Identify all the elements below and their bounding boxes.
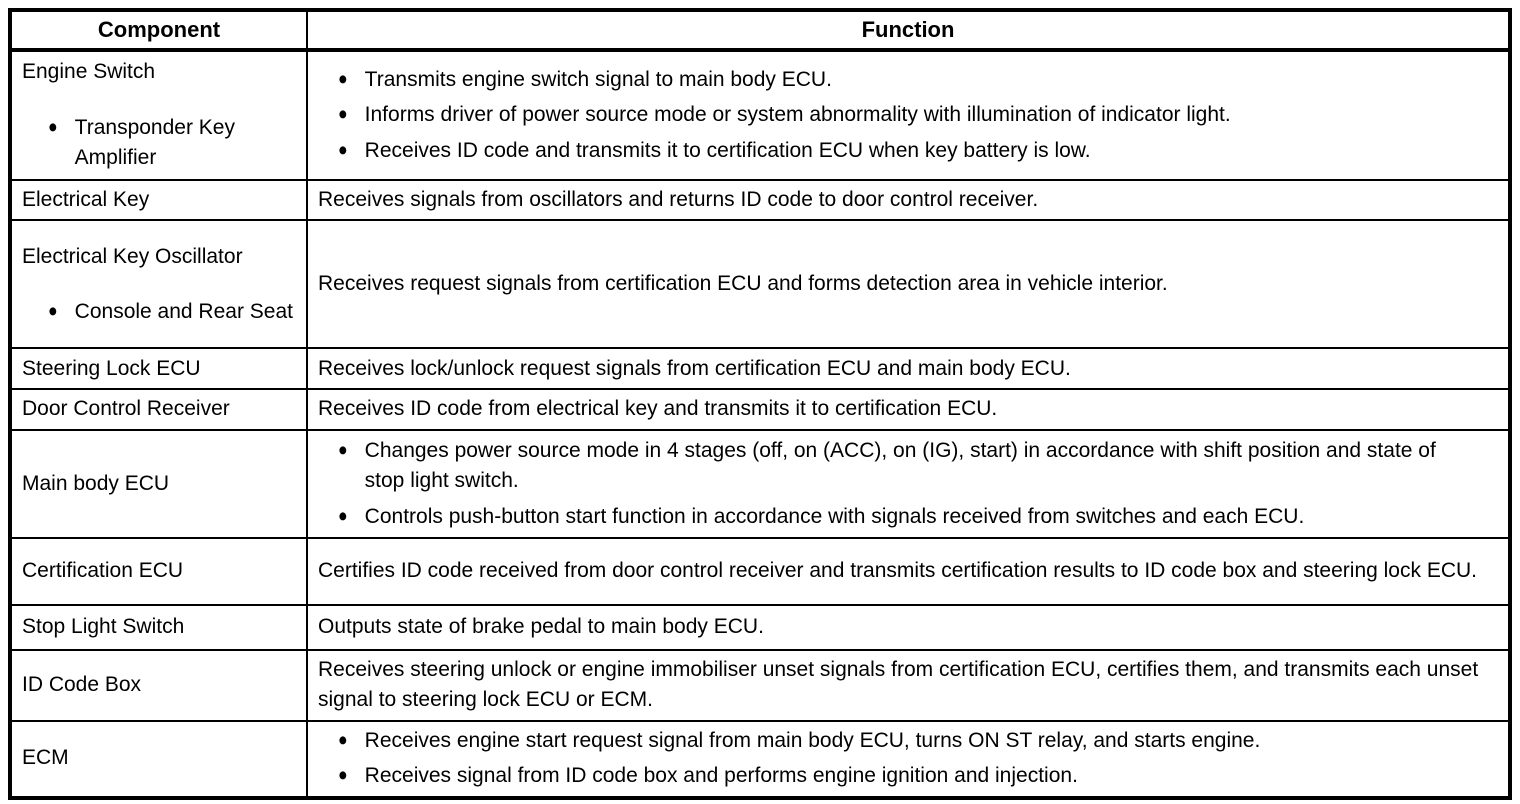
- function-bullet-list: ● Receives engine start request signal f…: [318, 726, 1500, 792]
- function-cell: Receives steering unlock or engine immob…: [306, 648, 1511, 722]
- table-row: Main body ECU ● Changes power source mod…: [9, 428, 1511, 539]
- component-sub-item-label: Transponder Key Amplifier: [74, 115, 235, 170]
- component-cell: Stop Light Switch: [9, 603, 308, 651]
- component-name: Certification ECU: [22, 559, 184, 583]
- function-bullet-text: Controls push-button start function in a…: [364, 504, 1305, 528]
- function-text: Receives request signals from certificat…: [318, 272, 1168, 296]
- component-cell: Electrical Key: [9, 178, 308, 222]
- function-bullet-item: ● Informs driver of power source mode or…: [318, 100, 1500, 130]
- header-row: Component Function: [9, 9, 1511, 52]
- column-header-component: Component: [9, 9, 308, 52]
- function-bullet-text: Receives signal from ID code box and per…: [364, 764, 1078, 788]
- function-bullet-text: Transmits engine switch signal to main b…: [364, 67, 832, 91]
- component-name: Electrical Key: [22, 188, 150, 211]
- function-cell: Receives lock/unlock request signals fro…: [306, 347, 1511, 391]
- function-bullet-list: ● Changes power source mode in 4 stages …: [318, 436, 1500, 532]
- function-cell: Receives ID code from electrical key and…: [306, 388, 1511, 431]
- component-name: Engine Switch: [22, 60, 156, 84]
- function-text: Receives ID code from electrical key and…: [318, 397, 998, 421]
- component-name: Electrical Key Oscillator: [22, 244, 243, 268]
- component-name: Stop Light Switch: [22, 615, 185, 639]
- bullet-icon: ●: [338, 506, 348, 526]
- function-bullet-text: Informs driver of power source mode or s…: [364, 103, 1231, 127]
- component-name: ID Code Box: [22, 673, 142, 697]
- component-name: Steering Lock ECU: [22, 356, 201, 380]
- component-cell: Electrical Key Oscillator ● Console and …: [9, 219, 308, 350]
- component-cell: Steering Lock ECU: [9, 347, 308, 391]
- component-cell: Main body ECU: [9, 428, 308, 539]
- table-row: Certification ECU Certifies ID code rece…: [9, 536, 1511, 606]
- function-bullet-item: ● Transmits engine switch signal to main…: [318, 65, 1500, 95]
- table-row: ECM ● Receives engine start request sign…: [9, 719, 1511, 799]
- table-row: Door Control Receiver Receives ID code f…: [9, 388, 1511, 431]
- bullet-icon: ●: [338, 69, 348, 90]
- function-bullet-text: Receives ID code and transmits it to cer…: [364, 138, 1091, 162]
- function-bullet-text: Receives engine start request signal fro…: [364, 728, 1261, 752]
- function-cell: ● Transmits engine switch signal to main…: [306, 49, 1511, 181]
- bullet-icon: ●: [338, 440, 348, 460]
- component-cell: ID Code Box: [9, 648, 308, 722]
- function-bullet-item: ● Controls push-button start function in…: [318, 502, 1500, 532]
- component-cell: Certification ECU: [9, 536, 308, 606]
- function-text: Receives signals from oscillators and re…: [318, 188, 1039, 211]
- component-sub-item: ● Console and Rear Seat: [22, 297, 298, 327]
- component-sub-item-label: Console and Rear Seat: [74, 299, 293, 323]
- function-cell: Outputs state of brake pedal to main bod…: [306, 603, 1511, 651]
- bullet-icon: ●: [48, 301, 58, 322]
- component-sub-item: ● Transponder Key Amplifier: [22, 113, 298, 174]
- table-row: Steering Lock ECU Receives lock/unlock r…: [9, 347, 1511, 391]
- function-cell: Receives signals from oscillators and re…: [306, 178, 1511, 222]
- table-row: Engine Switch ● Transponder Key Amplifie…: [9, 49, 1511, 181]
- bullet-icon: ●: [338, 730, 348, 750]
- function-cell: Receives request signals from certificat…: [306, 219, 1511, 350]
- bullet-icon: ●: [338, 140, 348, 160]
- bullet-icon: ●: [338, 104, 348, 125]
- function-text: Certifies ID code received from door con…: [318, 559, 1477, 583]
- column-header-function: Function: [306, 9, 1511, 52]
- function-bullet-list: ● Transmits engine switch signal to main…: [318, 65, 1500, 166]
- function-cell: ● Receives engine start request signal f…: [306, 719, 1511, 799]
- function-text: Outputs state of brake pedal to main bod…: [318, 615, 764, 639]
- function-text: Receives steering unlock or engine immob…: [318, 657, 1479, 712]
- component-name: ECM: [22, 746, 69, 770]
- function-bullet-item: ● Changes power source mode in 4 stages …: [318, 436, 1500, 497]
- component-function-table: Component Function Engine Switch ● Trans…: [8, 8, 1512, 800]
- function-bullet-text: Changes power source mode in 4 stages (o…: [364, 438, 1436, 493]
- function-bullet-item: ● Receives engine start request signal f…: [318, 726, 1500, 756]
- bullet-icon: ●: [48, 117, 58, 137]
- table-row: Electrical Key Oscillator ● Console and …: [9, 219, 1511, 350]
- table-row: Stop Light Switch Outputs state of brake…: [9, 603, 1511, 651]
- function-cell: Certifies ID code received from door con…: [306, 536, 1511, 606]
- table-row: Electrical Key Receives signals from osc…: [9, 178, 1511, 222]
- function-bullet-item: ● Receives ID code and transmits it to c…: [318, 136, 1500, 166]
- bullet-icon: ●: [338, 765, 348, 786]
- function-cell: ● Changes power source mode in 4 stages …: [306, 428, 1511, 539]
- table-row: ID Code Box Receives steering unlock or …: [9, 648, 1511, 722]
- component-cell: ECM: [9, 719, 308, 799]
- function-text: Receives lock/unlock request signals fro…: [318, 356, 1071, 380]
- component-cell: Engine Switch ● Transponder Key Amplifie…: [9, 49, 308, 181]
- component-cell: Door Control Receiver: [9, 388, 308, 431]
- component-name: Door Control Receiver: [22, 397, 230, 421]
- function-bullet-item: ● Receives signal from ID code box and p…: [318, 761, 1500, 791]
- component-name: Main body ECU: [22, 471, 170, 495]
